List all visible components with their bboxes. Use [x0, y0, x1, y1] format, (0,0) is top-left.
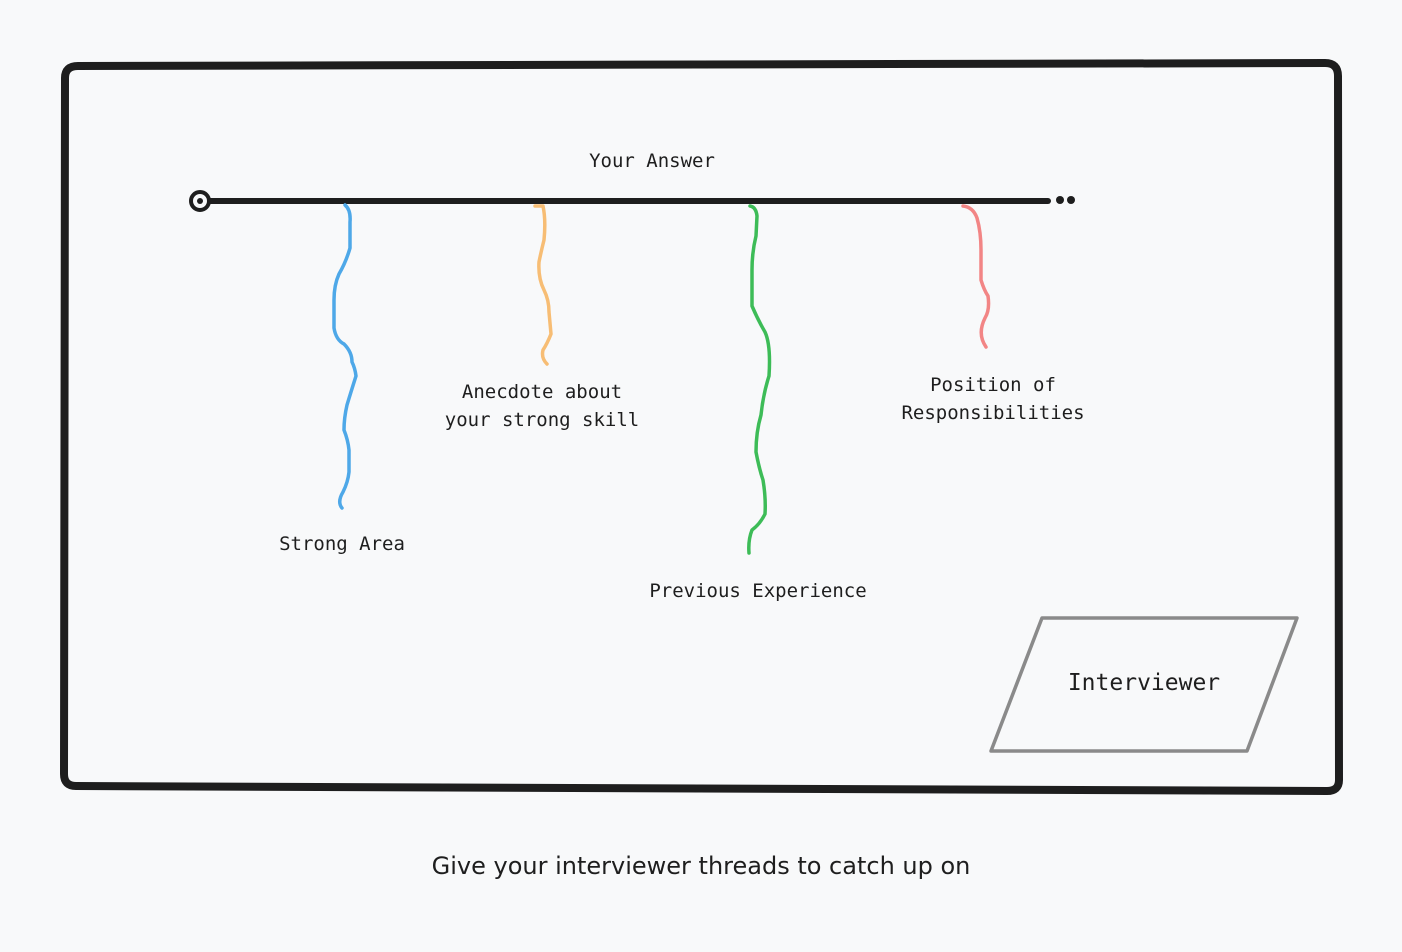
thread-label-position-of-responsibilities: Position of Responsibilities	[901, 374, 1085, 424]
outer-frame	[60, 59, 1343, 795]
interviewer-box	[989, 616, 1299, 753]
thread-anecdote	[533, 204, 553, 366]
thread-label-strong-area: Strong Area	[279, 533, 405, 555]
thread-position-of-responsibilities	[961, 204, 991, 349]
diagram-caption: Give your interviewer threads to catch u…	[431, 852, 971, 880]
thread-label-anecdote: Anecdote about your strong skill	[444, 381, 640, 431]
interviewer-label: Interviewer	[1067, 670, 1221, 696]
timeline-start-dot	[197, 198, 203, 204]
timeline-label: Your Answer	[589, 150, 715, 172]
thread-label-previous-experience: Previous Experience	[649, 580, 867, 602]
thread-previous-experience	[747, 204, 772, 555]
thread-strong-area	[332, 203, 358, 510]
timeline-end-dot-1	[1056, 196, 1064, 204]
timeline-end-dot-2	[1067, 196, 1075, 204]
